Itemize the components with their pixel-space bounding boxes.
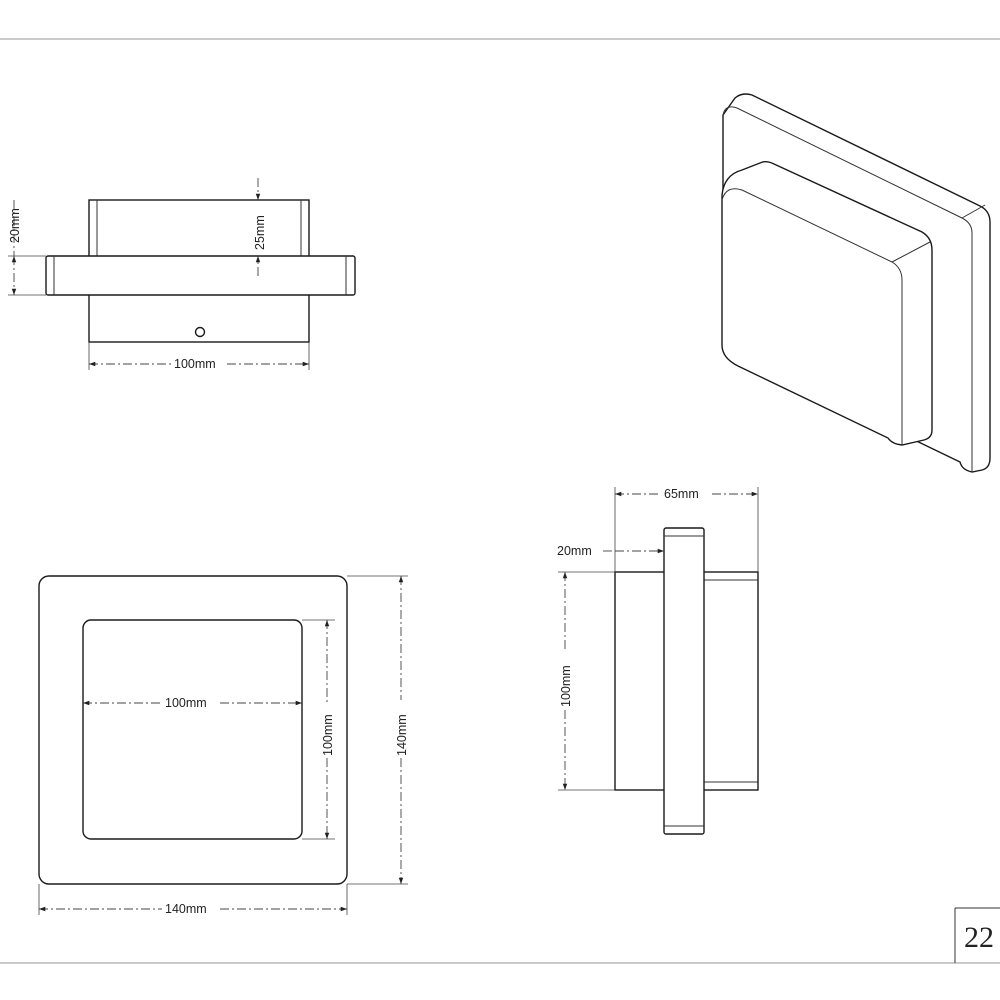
- front-view-outer-width-label: 140mm: [165, 902, 207, 916]
- page-number: 22: [964, 921, 994, 954]
- top-view-width-label: 100mm: [174, 357, 216, 371]
- top-view: 20mm 25mm 100mm: [8, 178, 356, 371]
- page-number-box: 22: [954, 907, 1000, 963]
- side-view-total-depth-label: 65mm: [664, 487, 699, 501]
- side-view-height-label: 100mm: [559, 665, 573, 707]
- front-view-inner-height-label: 100mm: [321, 714, 335, 756]
- front-view-inner-width-label: 100mm: [165, 696, 207, 710]
- top-view-plate-height-label: 20mm: [8, 208, 22, 243]
- side-view-plate-offset-label: 20mm: [557, 544, 592, 558]
- switch-button-icon: [194, 326, 206, 338]
- front-view-outer-height-label: 140mm: [395, 714, 409, 756]
- isometric-view: [721, 93, 991, 473]
- front-view: 100mm 100mm 140mm 140mm: [38, 575, 409, 916]
- top-view-body-depth-label: 25mm: [253, 215, 267, 250]
- side-view: 65mm 20mm 100mm: [557, 487, 759, 835]
